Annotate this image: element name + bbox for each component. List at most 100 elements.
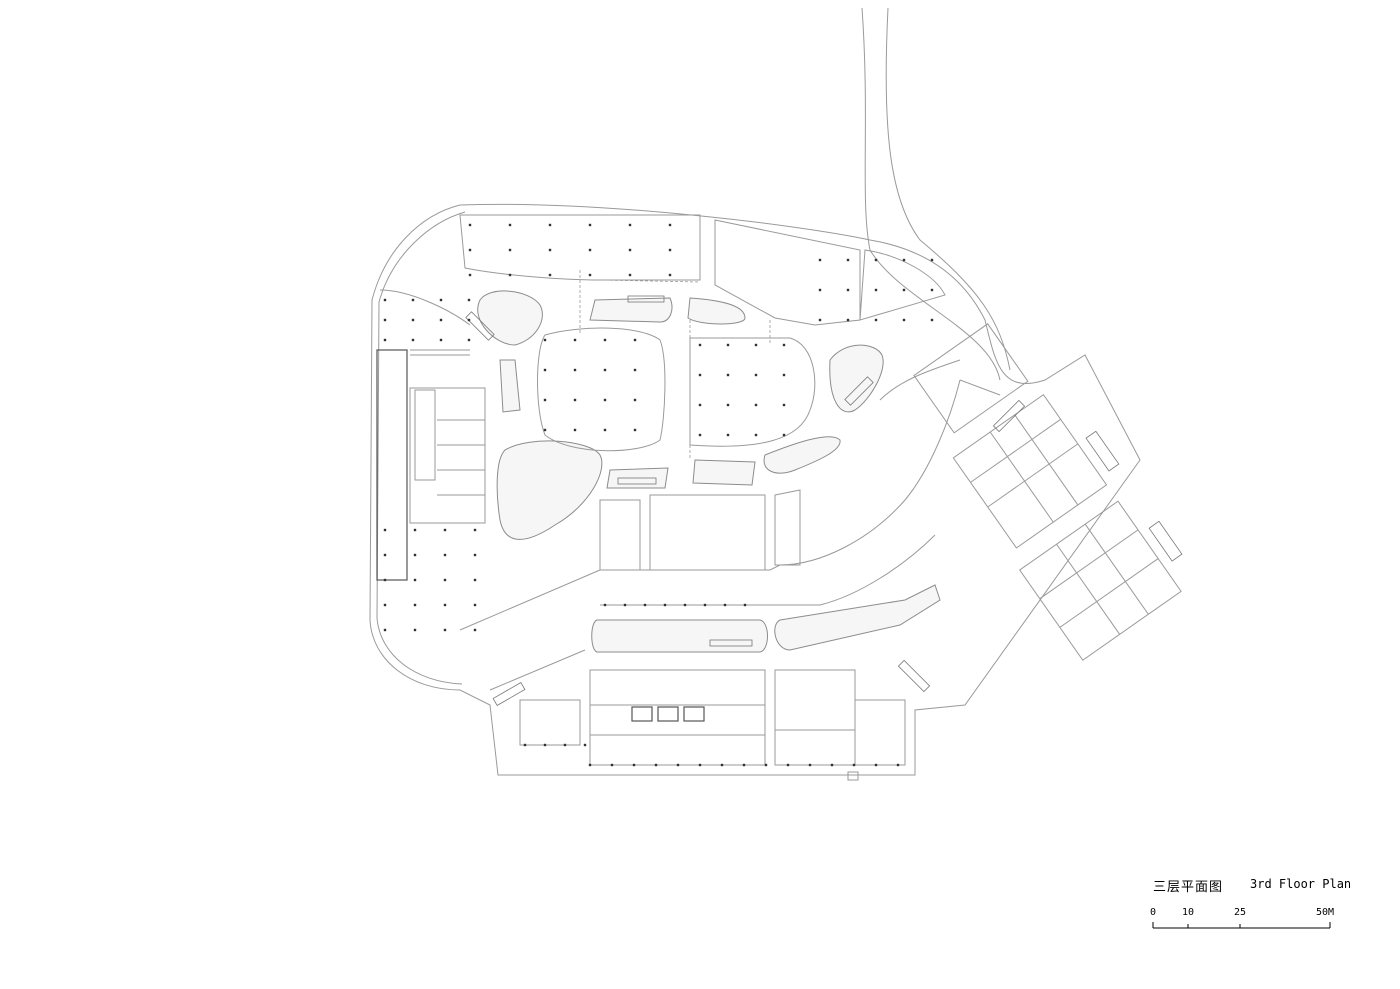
structural-column	[698, 403, 702, 407]
structural-column	[508, 273, 512, 277]
structural-column	[383, 603, 387, 607]
structural-column	[754, 403, 758, 407]
south-wing	[519, 669, 906, 781]
structural-column	[930, 258, 934, 262]
structural-column	[543, 398, 547, 402]
structural-column	[439, 298, 443, 302]
scale-tick-0: 0	[1149, 907, 1157, 918]
structural-column	[628, 223, 632, 227]
structural-column	[548, 273, 552, 277]
structural-column	[411, 298, 415, 302]
structural-column	[726, 343, 730, 347]
structural-column	[633, 428, 637, 432]
structural-column	[383, 578, 387, 582]
scale-bar	[1152, 922, 1331, 929]
structural-column	[633, 368, 637, 372]
structural-column	[628, 248, 632, 252]
structural-column	[633, 338, 637, 342]
structural-column	[467, 338, 471, 342]
structural-column	[443, 603, 447, 607]
structural-column	[846, 318, 850, 322]
scale-tick-10: 10	[1181, 907, 1195, 918]
structural-column	[443, 628, 447, 632]
structural-column	[473, 553, 477, 557]
structural-column	[468, 273, 472, 277]
structural-column	[782, 373, 786, 377]
structural-column	[413, 553, 417, 557]
structural-column	[743, 603, 747, 607]
structural-column	[654, 763, 658, 767]
structural-column	[467, 318, 471, 322]
structural-column	[548, 223, 552, 227]
structural-column	[588, 273, 592, 277]
structural-column	[874, 288, 878, 292]
structural-column	[588, 223, 592, 227]
structural-column	[902, 288, 906, 292]
structural-column	[683, 603, 687, 607]
structural-column	[628, 273, 632, 277]
structural-column	[439, 338, 443, 342]
escalators	[465, 295, 1026, 707]
structural-column	[818, 318, 822, 322]
structural-column	[583, 743, 587, 747]
structural-column	[383, 528, 387, 532]
structural-column	[930, 288, 934, 292]
structural-column	[782, 403, 786, 407]
structural-column	[413, 603, 417, 607]
structural-column	[603, 368, 607, 372]
structural-column	[413, 628, 417, 632]
structural-column	[467, 298, 471, 302]
structural-column	[588, 763, 592, 767]
structural-column	[543, 428, 547, 432]
plan-title-english: 3rd Floor Plan	[1250, 877, 1352, 891]
structural-column	[676, 763, 680, 767]
structural-column	[468, 248, 472, 252]
structural-column	[473, 578, 477, 582]
structural-column	[508, 248, 512, 252]
structural-column	[383, 318, 387, 322]
structural-column	[610, 763, 614, 767]
structural-column	[698, 343, 702, 347]
structural-column	[443, 578, 447, 582]
structural-column	[411, 318, 415, 322]
structural-column	[383, 338, 387, 342]
structural-column	[508, 223, 512, 227]
structural-column	[603, 428, 607, 432]
structural-column	[703, 603, 707, 607]
structural-column	[726, 403, 730, 407]
structural-column	[852, 763, 856, 767]
structural-column	[543, 368, 547, 372]
plan-title-chinese: 三层平面图	[1153, 880, 1224, 895]
structural-column	[698, 763, 702, 767]
structural-column	[782, 433, 786, 437]
east-wing	[913, 323, 1183, 661]
structural-column	[439, 318, 443, 322]
structural-column	[383, 628, 387, 632]
structural-column	[726, 433, 730, 437]
structural-column	[603, 603, 607, 607]
dashed-lines	[579, 270, 771, 460]
structural-column	[764, 763, 768, 767]
structural-column	[473, 528, 477, 532]
atrium-voids	[477, 290, 941, 653]
structural-column	[818, 288, 822, 292]
structural-column	[623, 603, 627, 607]
structural-column	[808, 763, 812, 767]
structural-column	[782, 343, 786, 347]
structural-column	[443, 553, 447, 557]
structural-column	[874, 318, 878, 322]
structural-column	[563, 743, 567, 747]
structural-column	[383, 298, 387, 302]
structural-column	[668, 223, 672, 227]
structural-column	[543, 743, 547, 747]
retail-ring	[459, 359, 1001, 691]
structural-column	[383, 553, 387, 557]
structural-column	[633, 398, 637, 402]
structural-column	[723, 603, 727, 607]
structural-column	[930, 318, 934, 322]
structural-column	[720, 763, 724, 767]
structural-column	[896, 763, 900, 767]
structural-column	[754, 433, 758, 437]
structural-column	[548, 248, 552, 252]
